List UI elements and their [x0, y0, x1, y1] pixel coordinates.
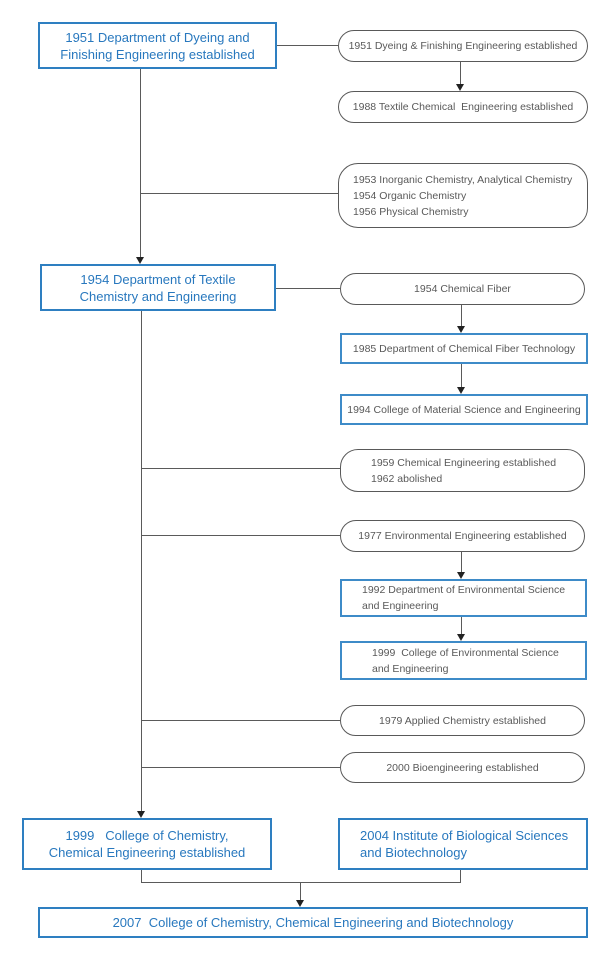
arrowhead-into-dept1954	[136, 257, 144, 264]
node-dept-1985: 1985 Department of Chemical Fiber Techno…	[340, 333, 588, 364]
node-est-2000: 2000 Bioengineering established	[340, 752, 585, 783]
arrowhead-into-1992	[457, 572, 465, 579]
arrowhead-into-college1999	[137, 811, 145, 818]
node-est-1959: 1959 Chemical Engineering established 19…	[340, 449, 585, 492]
connector-merge-to-2007	[300, 882, 301, 900]
connector-trunk-lower	[141, 311, 142, 811]
node-dept-1992: 1992 Department of Environmental Science…	[340, 579, 587, 617]
connector-1954-to-fiber	[276, 288, 340, 289]
node-fiber-1954: 1954 Chemical Fiber	[340, 273, 585, 305]
node-dept-1951: 1951 Department of Dyeing and Finishing …	[38, 22, 277, 69]
connector-fiber-to-1985	[461, 305, 462, 326]
arrowhead-into-1999env	[457, 634, 465, 641]
node-inst-2004: 2004 Institute of Biological Sciences an…	[338, 818, 588, 870]
connector-1992-to-1999env	[461, 617, 462, 634]
arrowhead-into-est1988	[456, 84, 464, 91]
node-college-2007: 2007 College of Chemistry, Chemical Engi…	[38, 907, 588, 938]
connector-1985-to-1994	[461, 364, 462, 387]
arrowhead-into-2007	[296, 900, 304, 907]
node-est-1979: 1979 Applied Chemistry established	[340, 705, 585, 736]
arrowhead-into-1985	[457, 326, 465, 333]
arrowhead-into-1994	[457, 387, 465, 394]
connector-branch-2000	[141, 767, 340, 768]
connector-1977-to-1992	[461, 552, 462, 572]
node-college-1999-env: 1999 College of Environmental Science an…	[340, 641, 587, 680]
connector-branch-1977	[141, 535, 340, 536]
connector-college1999-down	[141, 870, 142, 882]
connector-branch-1959	[141, 468, 340, 469]
connector-est1951-to-est1988	[460, 62, 461, 84]
node-college-1994: 1994 College of Material Science and Eng…	[340, 394, 588, 425]
node-est-1953: 1953 Inorganic Chemistry, Analytical Che…	[338, 163, 588, 228]
node-college-1999: 1999 College of Chemistry, Chemical Engi…	[22, 818, 272, 870]
node-dept-1954: 1954 Department of Textile Chemistry and…	[40, 264, 276, 311]
connector-inst2004-down	[460, 870, 461, 882]
connector-1951-to-est1951	[277, 45, 338, 46]
node-est-1951: 1951 Dyeing & Finishing Engineering esta…	[338, 30, 588, 62]
node-est-1988: 1988 Textile Chemical Engineering establ…	[338, 91, 588, 123]
connector-merge-bracket	[141, 882, 461, 883]
connector-branch-1979	[141, 720, 340, 721]
connector-trunk-upper	[140, 69, 141, 257]
node-est-1977: 1977 Environmental Engineering establish…	[340, 520, 585, 552]
connector-branch-1953	[140, 193, 338, 194]
